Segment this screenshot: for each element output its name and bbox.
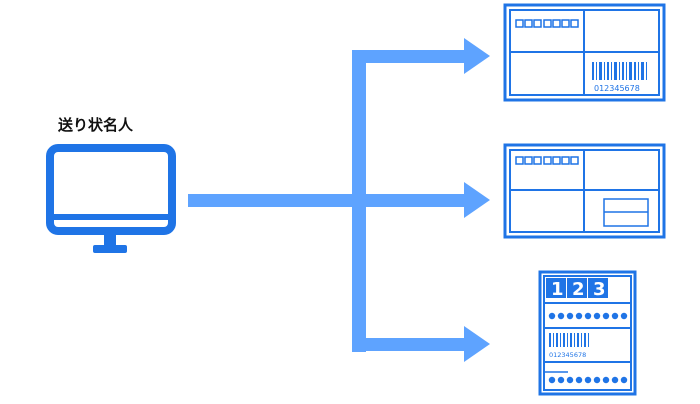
dot-row-1 — [548, 312, 628, 320]
dot-row-2 — [548, 376, 628, 384]
arrowhead-middle — [464, 182, 490, 218]
trunk-line — [188, 194, 368, 207]
arrowhead-bottom — [464, 326, 490, 362]
tag-barcode — [549, 333, 589, 347]
numbered-tag: 1 2 3 — [538, 270, 637, 396]
tag-barcode-number: 012345678 — [549, 351, 586, 359]
branch-top — [352, 50, 470, 63]
branch-bottom — [352, 338, 470, 351]
branch-middle — [352, 194, 470, 207]
postal-code-boxes — [515, 19, 579, 28]
sender-label: 送り状名人 — [58, 116, 134, 134]
connector-arrows — [188, 38, 490, 362]
monitor-icon — [46, 144, 176, 253]
postal-code-boxes-2 — [515, 156, 579, 165]
arrowhead-top — [464, 38, 490, 74]
shipping-label-plain — [503, 143, 666, 239]
barcode-number: 012345678 — [594, 84, 640, 93]
barcode-graphic — [592, 62, 647, 80]
tag-digit-1: 1 — [551, 279, 564, 300]
tag-digit-3: 3 — [593, 279, 606, 300]
tag-digit-2: 2 — [572, 279, 585, 300]
shipping-label-barcode: 012345678 — [503, 3, 666, 102]
